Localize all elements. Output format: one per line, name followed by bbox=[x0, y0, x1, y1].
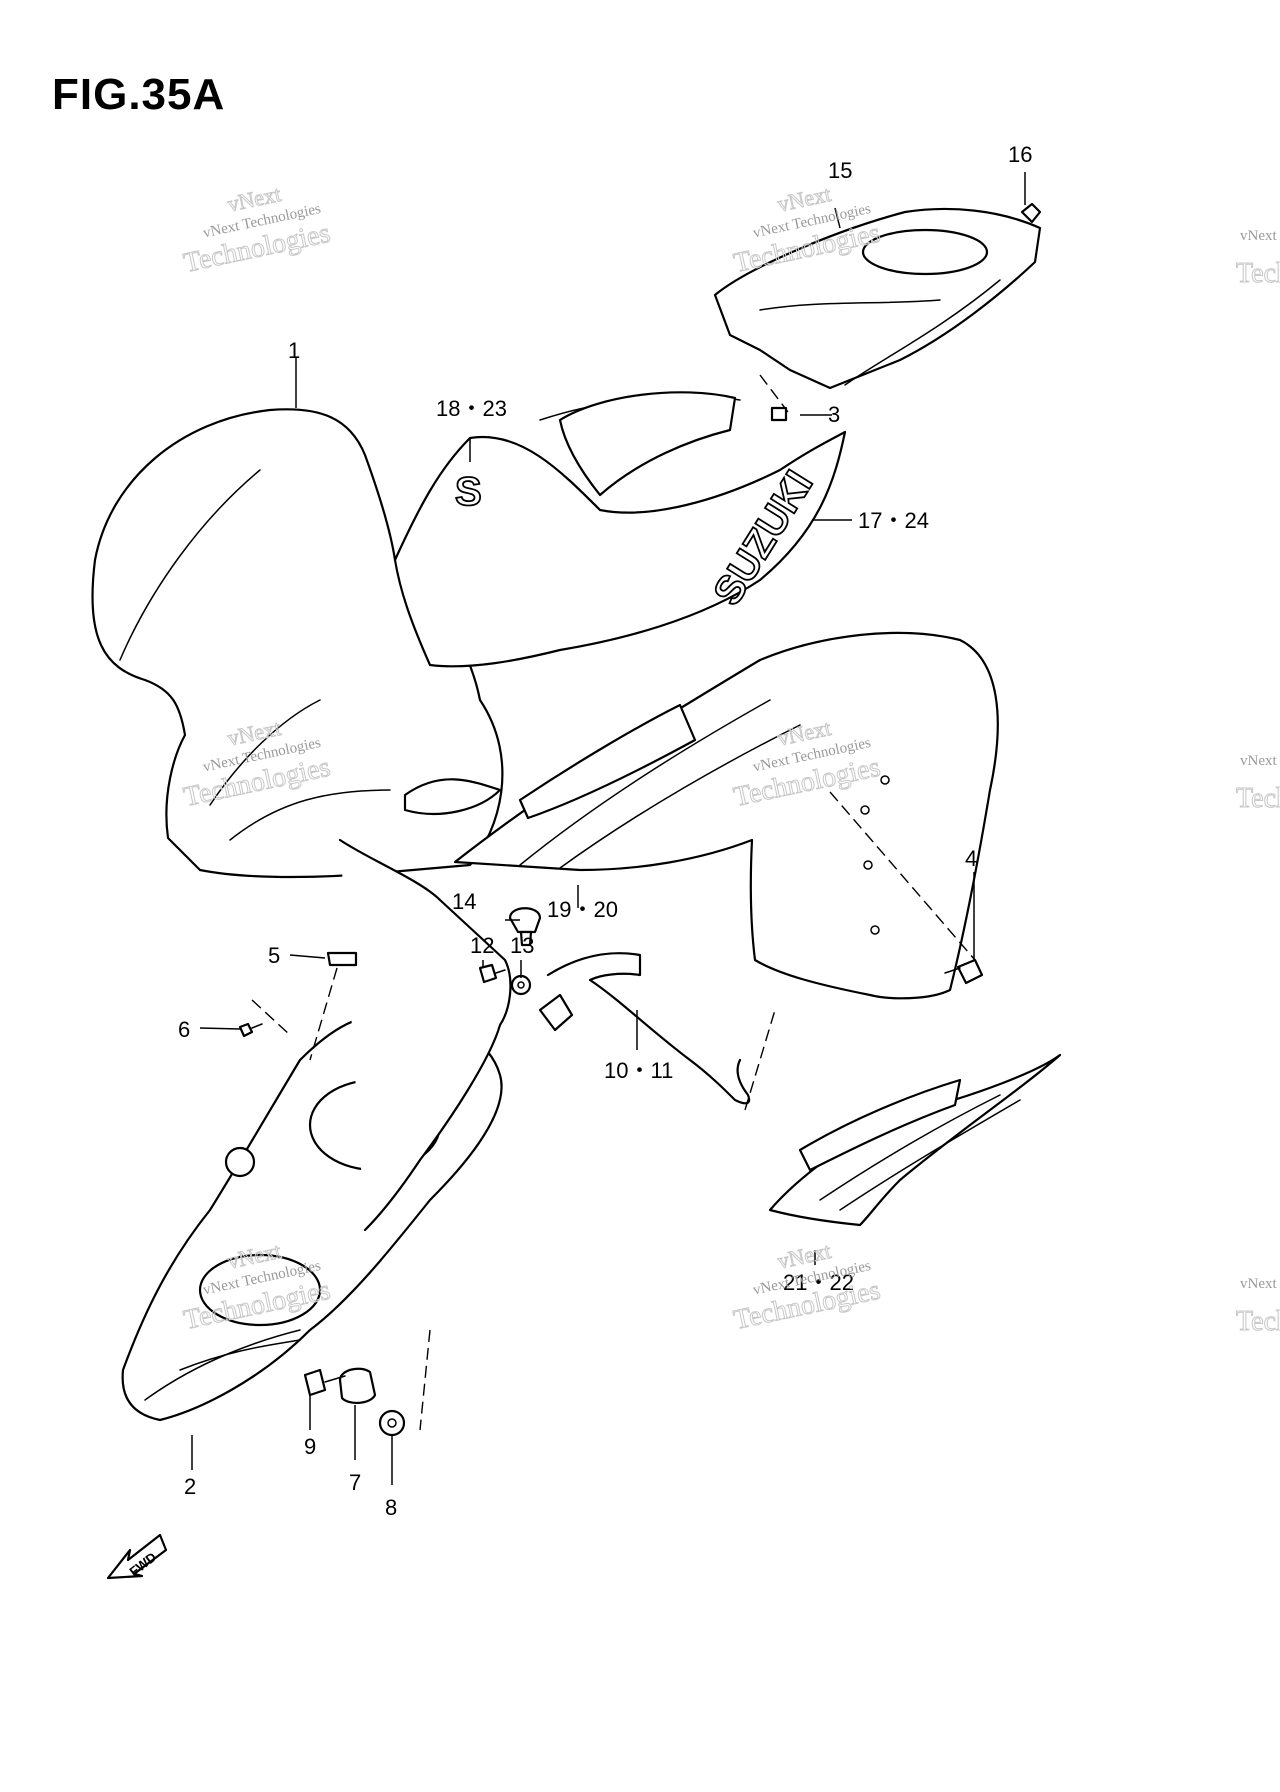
watermark-line3: Technologies bbox=[1236, 783, 1280, 814]
watermark-line2: vNext Technologies bbox=[1240, 753, 1280, 769]
part-4-screw bbox=[944, 958, 984, 985]
watermark-bottom-center: vNext vNext Technologies Technologies bbox=[730, 1238, 883, 1337]
watermark-right-edge-mid: vNext Technologies Technologies bbox=[1236, 753, 1280, 815]
part-5-nut bbox=[326, 951, 358, 967]
watermark-right-edge-top: vNext Technologies Technologies bbox=[1236, 228, 1280, 290]
callout-5: 5 bbox=[268, 943, 280, 968]
part-21-22-side-decal bbox=[768, 1053, 1062, 1227]
part-19-20-rear-fender bbox=[453, 631, 999, 1000]
part-17-24-top-cowl: SUZUKI S bbox=[393, 391, 847, 668]
callout-10-11: 10・11 bbox=[604, 1058, 673, 1083]
part-15-rear-tray bbox=[713, 207, 1042, 390]
watermark-line3: Technologies bbox=[1236, 1306, 1280, 1337]
callout-21-22: 21・22 bbox=[783, 1270, 854, 1295]
watermark-line2: vNext Technologies bbox=[1240, 1276, 1280, 1292]
callout-17-24: 17・24 bbox=[858, 508, 929, 533]
watermark-line3: Technologies bbox=[1236, 258, 1280, 289]
callout-8: 8 bbox=[385, 1495, 397, 1520]
part-10-11-stay-bracket bbox=[538, 952, 751, 1105]
callout-12: 12 bbox=[470, 933, 494, 958]
callout-9: 9 bbox=[304, 1434, 316, 1459]
callout-4: 4 bbox=[965, 846, 977, 871]
callout-16: 16 bbox=[1008, 142, 1032, 167]
figure-title: FIG.35A bbox=[52, 70, 226, 119]
watermark-right-edge-bottom: vNext Technologies Technologies bbox=[1236, 1276, 1280, 1338]
callout-19-20: 19・20 bbox=[547, 897, 618, 922]
callout-7: 7 bbox=[349, 1470, 361, 1495]
callout-18-23: 18・23 bbox=[436, 396, 507, 421]
part-8-washer bbox=[378, 1409, 406, 1437]
s-emblem-text: S bbox=[455, 470, 482, 514]
callout-13: 13 bbox=[510, 933, 534, 958]
part-14-cushion bbox=[508, 907, 542, 947]
callout-6: 6 bbox=[178, 1017, 190, 1042]
part-2-mud-guard bbox=[121, 838, 512, 1422]
part-6-screw bbox=[238, 1022, 263, 1038]
watermark-line2: vNext Technologies bbox=[1240, 228, 1280, 244]
callout-1: 1 bbox=[288, 338, 300, 363]
part-1-front-fender bbox=[91, 408, 504, 879]
watermark-top-left: vNext vNext Technologies Technologies bbox=[180, 181, 333, 280]
callout-2: 2 bbox=[184, 1474, 196, 1499]
callout-3: 3 bbox=[828, 402, 840, 427]
callout-14: 14 bbox=[452, 889, 476, 914]
part-3-screw bbox=[770, 406, 788, 422]
part-13-washer bbox=[510, 974, 532, 996]
part-12-bolt bbox=[478, 963, 506, 984]
callout-labels: 1 15 16 18・23 3 17・24 4 5 14 19・20 12 13… bbox=[178, 142, 1032, 1520]
callout-leaders bbox=[191, 172, 1026, 1485]
part-16-clip bbox=[1020, 202, 1042, 224]
callout-15: 15 bbox=[828, 158, 852, 183]
fwd-direction-arrow: FWD bbox=[106, 1533, 168, 1579]
part-7-collar bbox=[338, 1367, 377, 1404]
assembly-guide-lines bbox=[251, 374, 976, 1431]
part-9-bolt bbox=[303, 1368, 346, 1397]
